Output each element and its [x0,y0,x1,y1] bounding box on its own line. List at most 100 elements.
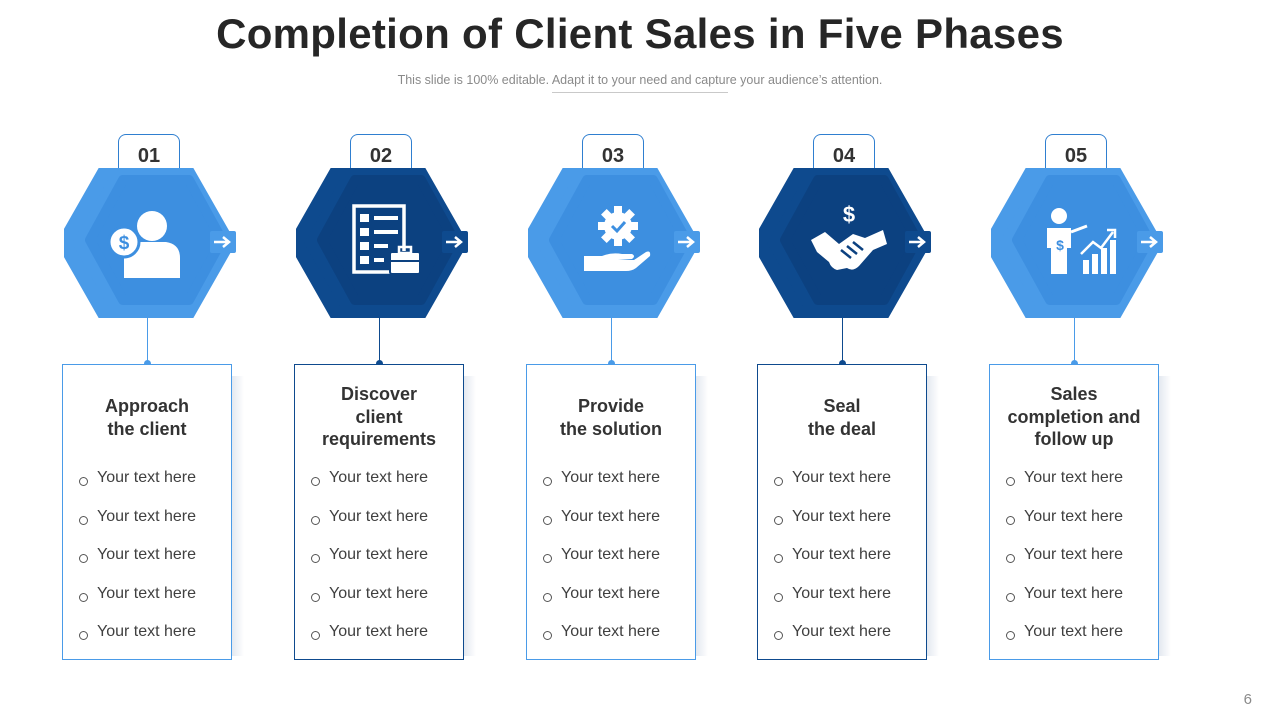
phase-card-title-line: the deal [807,418,877,439]
list-item: Your text here [1006,623,1123,662]
phase-card-title-line: Provide [577,396,645,416]
list-item: Your text here [774,508,891,547]
bullet-circle-icon [311,515,320,525]
bullet-circle-icon [1006,592,1015,602]
phase-connector-line [379,316,380,362]
list-item: Your text here [79,585,196,624]
list-item: Your text here [543,508,660,547]
list-item-text: Your text here [792,469,892,486]
phase-number-tab: 02 [350,134,412,173]
bullet-circle-icon [311,631,320,640]
list-item-text: Your text here [1024,584,1124,602]
list-item-text: Your text here [97,469,197,486]
list-item-text: Your text here [561,507,661,525]
phase-number-tab: 04 [813,134,875,173]
list-item-text: Your text here [329,507,429,525]
arrow-right-icon [1141,236,1158,248]
bullet-circle-icon [79,592,88,602]
list-item: Your text here [543,546,660,585]
bullet-circle-icon [79,554,88,563]
card-shadow [927,376,939,656]
arrow-right-icon [909,236,926,248]
list-item: Your text here [79,623,196,662]
phase-number-tab: 05 [1045,134,1107,173]
list-item-text: Your text here [329,469,429,486]
arrow-right-icon [678,236,695,248]
page-number: 6 [1243,691,1252,708]
list-item-text: Your text here [792,623,892,640]
list-item: Your text here [311,546,428,585]
handshake-dollar-icon: $ [811,202,887,270]
list-item: Your text here [543,623,660,662]
bullet-circle-icon [774,515,783,525]
list-item: Your text here [1006,469,1123,508]
list-item-text: Your text here [561,584,661,602]
phase-card-title-line: client [355,406,403,427]
bullet-circle-icon [311,477,320,486]
bullet-circle-icon [774,592,783,602]
list-item-text: Your text here [561,623,661,640]
list-item-text: Your text here [97,584,197,602]
phase-card-title-line: Sales [1050,384,1098,404]
bullet-circle-icon [311,592,320,602]
phase-card-title-line: Discover [340,384,418,404]
phase-hexagon: $ [991,168,1167,318]
phase-card-title-line: completion and [1007,406,1141,427]
bullet-circle-icon [543,515,552,525]
gear-hand-icon [584,206,651,271]
bullet-circle-icon [1006,554,1015,563]
list-item-text: Your text here [329,546,429,563]
list-item: Your text here [1006,585,1123,624]
list-item: Your text here [79,546,196,585]
bullet-circle-icon [774,631,783,640]
card-shadow [464,376,476,656]
svg-text:$: $ [119,233,130,254]
phase-card-title-line: the solution [560,418,662,439]
phase-connector-line [147,316,148,362]
subtitle-underline [552,92,728,93]
bullet-circle-icon [774,477,783,486]
list-item-text: Your text here [792,584,892,602]
bullet-circle-icon [543,477,552,486]
list-item-text: Your text here [97,507,197,525]
card-shadow [232,376,244,656]
phase-connector-dot [144,360,151,367]
phase-connector-dot [608,360,615,367]
bullet-circle-icon [543,631,552,640]
list-item: Your text here [1006,508,1123,547]
list-item: Your text here [79,469,196,508]
list-item-text: Your text here [1024,507,1124,525]
list-item: Your text here [1006,546,1123,585]
bullet-circle-icon [543,592,552,602]
checklist-briefcase-icon [352,204,421,275]
phase-connector-line [611,316,612,362]
list-item: Your text here [79,508,196,547]
bullet-circle-icon [543,554,552,563]
arrow-right-icon [446,236,463,248]
phase-connector-line [842,316,843,362]
bullet-circle-icon [79,631,88,640]
card-shadow [696,376,708,656]
presenter-growth-chart-icon: $ [1047,208,1117,274]
list-item-text: Your text here [329,623,429,640]
slide-subtitle: This slide is 100% editable. Adapt it to… [397,73,883,87]
list-item-text: Your text here [1024,623,1124,640]
phase-hexagon: $ [64,168,240,318]
list-item-text: Your text here [1024,469,1124,486]
svg-text:$: $ [1056,237,1064,253]
list-item-text: Your text here [792,546,892,563]
list-item-text: Your text here [97,546,197,563]
